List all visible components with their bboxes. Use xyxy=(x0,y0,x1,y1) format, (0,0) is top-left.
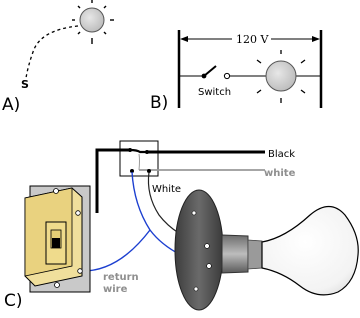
light-switch xyxy=(24,185,91,293)
white-wire-label: white xyxy=(264,168,296,179)
socket-plate xyxy=(174,189,224,311)
panel-a-letter: A) xyxy=(2,95,20,115)
return-wire-label-1: return xyxy=(103,272,139,283)
lamp-socket xyxy=(221,234,249,274)
switch-b-icon xyxy=(201,65,231,80)
black-wire-label: Black xyxy=(268,149,295,160)
switch-toggle xyxy=(45,221,67,265)
switch-screws xyxy=(53,188,83,288)
black-wire-to-switch xyxy=(95,148,130,213)
panel-b: 120 V Switch B) xyxy=(150,30,323,113)
panel-c: Black white White return wire C) xyxy=(4,140,359,311)
socket-terminals xyxy=(191,210,212,292)
light-bulb-icon xyxy=(261,205,359,296)
switch-a-label: S xyxy=(21,78,29,91)
blue-return-wire xyxy=(80,229,151,272)
splice-dots xyxy=(128,148,151,173)
bulb-b-icon xyxy=(256,50,306,103)
white-splice xyxy=(138,153,140,171)
voltage-label: 120 V xyxy=(236,33,269,46)
bulb-a-icon xyxy=(72,0,114,44)
return-wire-label-2: wire xyxy=(103,284,128,295)
switch-b-label: Switch xyxy=(198,87,231,98)
panel-c-letter: C) xyxy=(4,291,23,311)
panel-b-letter: B) xyxy=(150,93,168,113)
wire-a-dashed xyxy=(25,25,79,79)
white-box-label: White xyxy=(152,184,181,195)
voltage-arrow xyxy=(180,36,320,42)
panel-a: S A) xyxy=(2,0,114,115)
